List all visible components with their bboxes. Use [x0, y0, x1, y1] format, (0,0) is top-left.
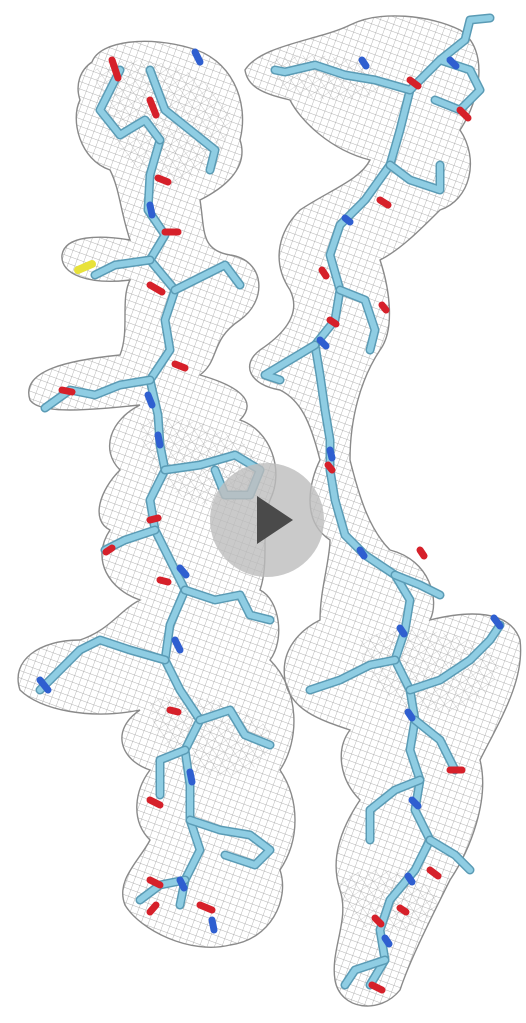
- left-strand-model: [35, 48, 275, 934]
- left-nitrogen-atoms: [36, 48, 218, 934]
- right-strand-model: [260, 13, 505, 994]
- video-play-button[interactable]: [209, 462, 325, 578]
- right-nitrogen-atoms: [316, 56, 504, 948]
- play-icon: [210, 463, 324, 577]
- right-oxygen-atoms: [318, 76, 472, 994]
- left-oxygen-atoms: [58, 56, 216, 916]
- left-sulfur-atom: [74, 260, 96, 274]
